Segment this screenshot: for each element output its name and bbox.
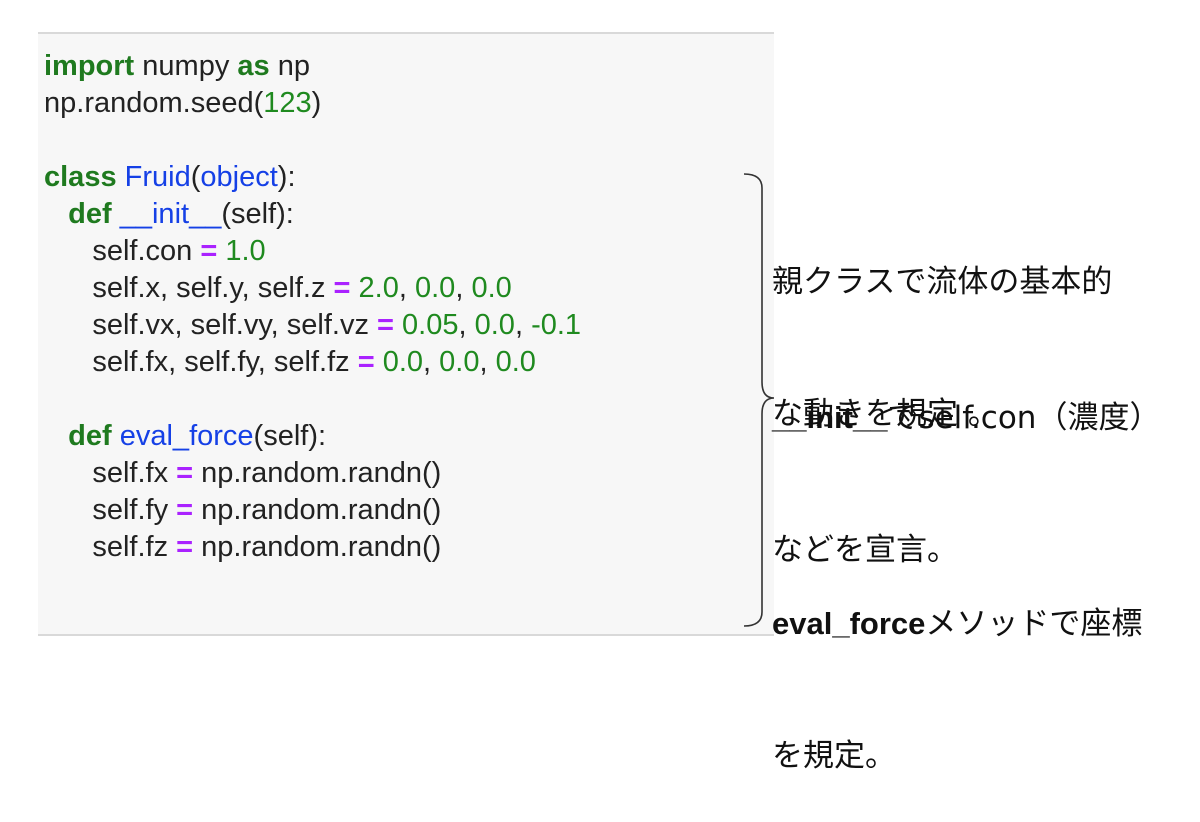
annotation-bold-text: eval_force <box>772 606 926 641</box>
operator: = <box>200 235 218 267</box>
indent <box>44 531 92 563</box>
number: 0.0 <box>495 346 536 378</box>
code-line: self.x, self.y, self.z = 2.0, 0.0, 0.0 <box>44 270 581 307</box>
code-line: self.fy = np.random.randn() <box>44 492 581 529</box>
code-text: (self): <box>221 198 294 230</box>
number: 0.0 <box>415 272 456 304</box>
code-text: np.random.randn() <box>193 457 442 489</box>
keyword: def <box>68 198 112 230</box>
code-text: , <box>479 346 496 378</box>
annotation-init: __init__でself.con（濃度） などを宣言。 <box>772 308 1160 616</box>
number: -0.1 <box>531 309 582 341</box>
annotation-line: __init__でself.con（濃度） <box>772 396 1160 440</box>
number: 123 <box>263 87 312 119</box>
code-text: ): <box>277 161 296 193</box>
code-line: def __init__(self): <box>44 196 581 233</box>
code-line: self.fz = np.random.randn() <box>44 529 581 566</box>
code-line: self.vx, self.vy, self.vz = 0.05, 0.0, -… <box>44 307 581 344</box>
keyword: import <box>44 50 135 82</box>
code-text: self.x, self.y, self.z <box>92 272 334 304</box>
code-text: ) <box>311 87 322 119</box>
annotation-parent-class: 親クラスで流体の基本的 な動きを規定 。 <box>772 172 1112 480</box>
number: 0.05 <box>402 309 459 341</box>
code-space <box>375 346 383 378</box>
annotation-line: eval_forceメソッドで座標 <box>772 602 1142 646</box>
code-text: self.fz <box>92 531 177 563</box>
code-text: self.con <box>92 235 201 267</box>
operator: = <box>377 309 394 341</box>
annotation-text: を規定。 <box>772 738 896 774</box>
code-line: self.fx, self.fy, self.fz = 0.0, 0.0, 0.… <box>44 344 581 381</box>
indent <box>44 272 92 304</box>
number: 0.0 <box>439 346 480 378</box>
code-text: self.fy <box>92 494 177 526</box>
code-text: , <box>398 272 415 304</box>
operator: = <box>176 494 194 526</box>
annotation-text: 親クラスで流体の基本的 <box>772 264 1113 300</box>
code-space <box>117 161 125 193</box>
code-space <box>112 420 120 452</box>
code-line: np.random.seed(123) <box>44 85 581 122</box>
annotation-text: でself.con（濃度） <box>887 400 1161 436</box>
code-text: , <box>458 309 475 341</box>
operator: = <box>176 531 194 563</box>
right-brace-icon <box>743 173 775 627</box>
indent <box>44 235 92 267</box>
indent <box>44 420 68 452</box>
operator: = <box>176 457 194 489</box>
code-text: np.random.randn() <box>193 531 442 563</box>
indent <box>44 457 92 489</box>
code-text: , <box>514 309 532 341</box>
code-line: import numpy as np <box>44 48 581 85</box>
code-space <box>394 309 402 341</box>
number: 1.0 <box>225 235 266 267</box>
code-line: def eval_force(self): <box>44 418 581 455</box>
number: 0.0 <box>474 309 515 341</box>
code-text: ( <box>190 161 201 193</box>
code-line-blank <box>44 122 581 159</box>
code-text: self.vx, self.vy, self.vz <box>92 309 378 341</box>
indent <box>44 309 92 341</box>
builtin-name: object <box>200 161 278 193</box>
code-line: self.con = 1.0 <box>44 233 581 270</box>
operator: = <box>357 346 375 378</box>
indent <box>44 494 92 526</box>
operator: = <box>333 272 351 304</box>
annotation-text: などを宣言。 <box>772 532 958 568</box>
code-text: self.fx <box>92 457 177 489</box>
code-text: np.random.randn() <box>193 494 442 526</box>
function-name: __init__ <box>119 198 222 230</box>
code-text: np.random.seed( <box>44 87 264 119</box>
code-text: (self): <box>253 420 327 452</box>
code-line-blank <box>44 381 581 418</box>
number: 0.0 <box>471 272 512 304</box>
annotation-text: な動きを規定 。 <box>772 396 999 432</box>
code-text: numpy <box>134 50 238 82</box>
code-line: self.fx = np.random.randn() <box>44 455 581 492</box>
function-name: eval_force <box>119 420 254 452</box>
keyword: class <box>44 161 117 193</box>
keyword: def <box>68 420 112 452</box>
code-panel <box>38 32 774 636</box>
class-name: Fruid <box>124 161 191 193</box>
annotation-eval-force: eval_forceメソッドで座標 を規定。 <box>772 514 1142 822</box>
code-text: , <box>455 272 472 304</box>
annotation-text: メソッドで座標 <box>925 606 1143 642</box>
keyword: as <box>237 50 270 82</box>
annotation-bold-text: __init__ <box>772 400 888 435</box>
code-space <box>350 272 358 304</box>
code-text: , <box>423 346 440 378</box>
code-text: self.fx, self.fy, self.fz <box>92 346 358 378</box>
code-line: class Fruid(object): <box>44 159 581 196</box>
code-space <box>112 198 120 230</box>
number: 2.0 <box>358 272 399 304</box>
indent <box>44 198 68 230</box>
number: 0.0 <box>382 346 424 378</box>
indent <box>44 346 92 378</box>
code-text: np <box>269 50 310 82</box>
